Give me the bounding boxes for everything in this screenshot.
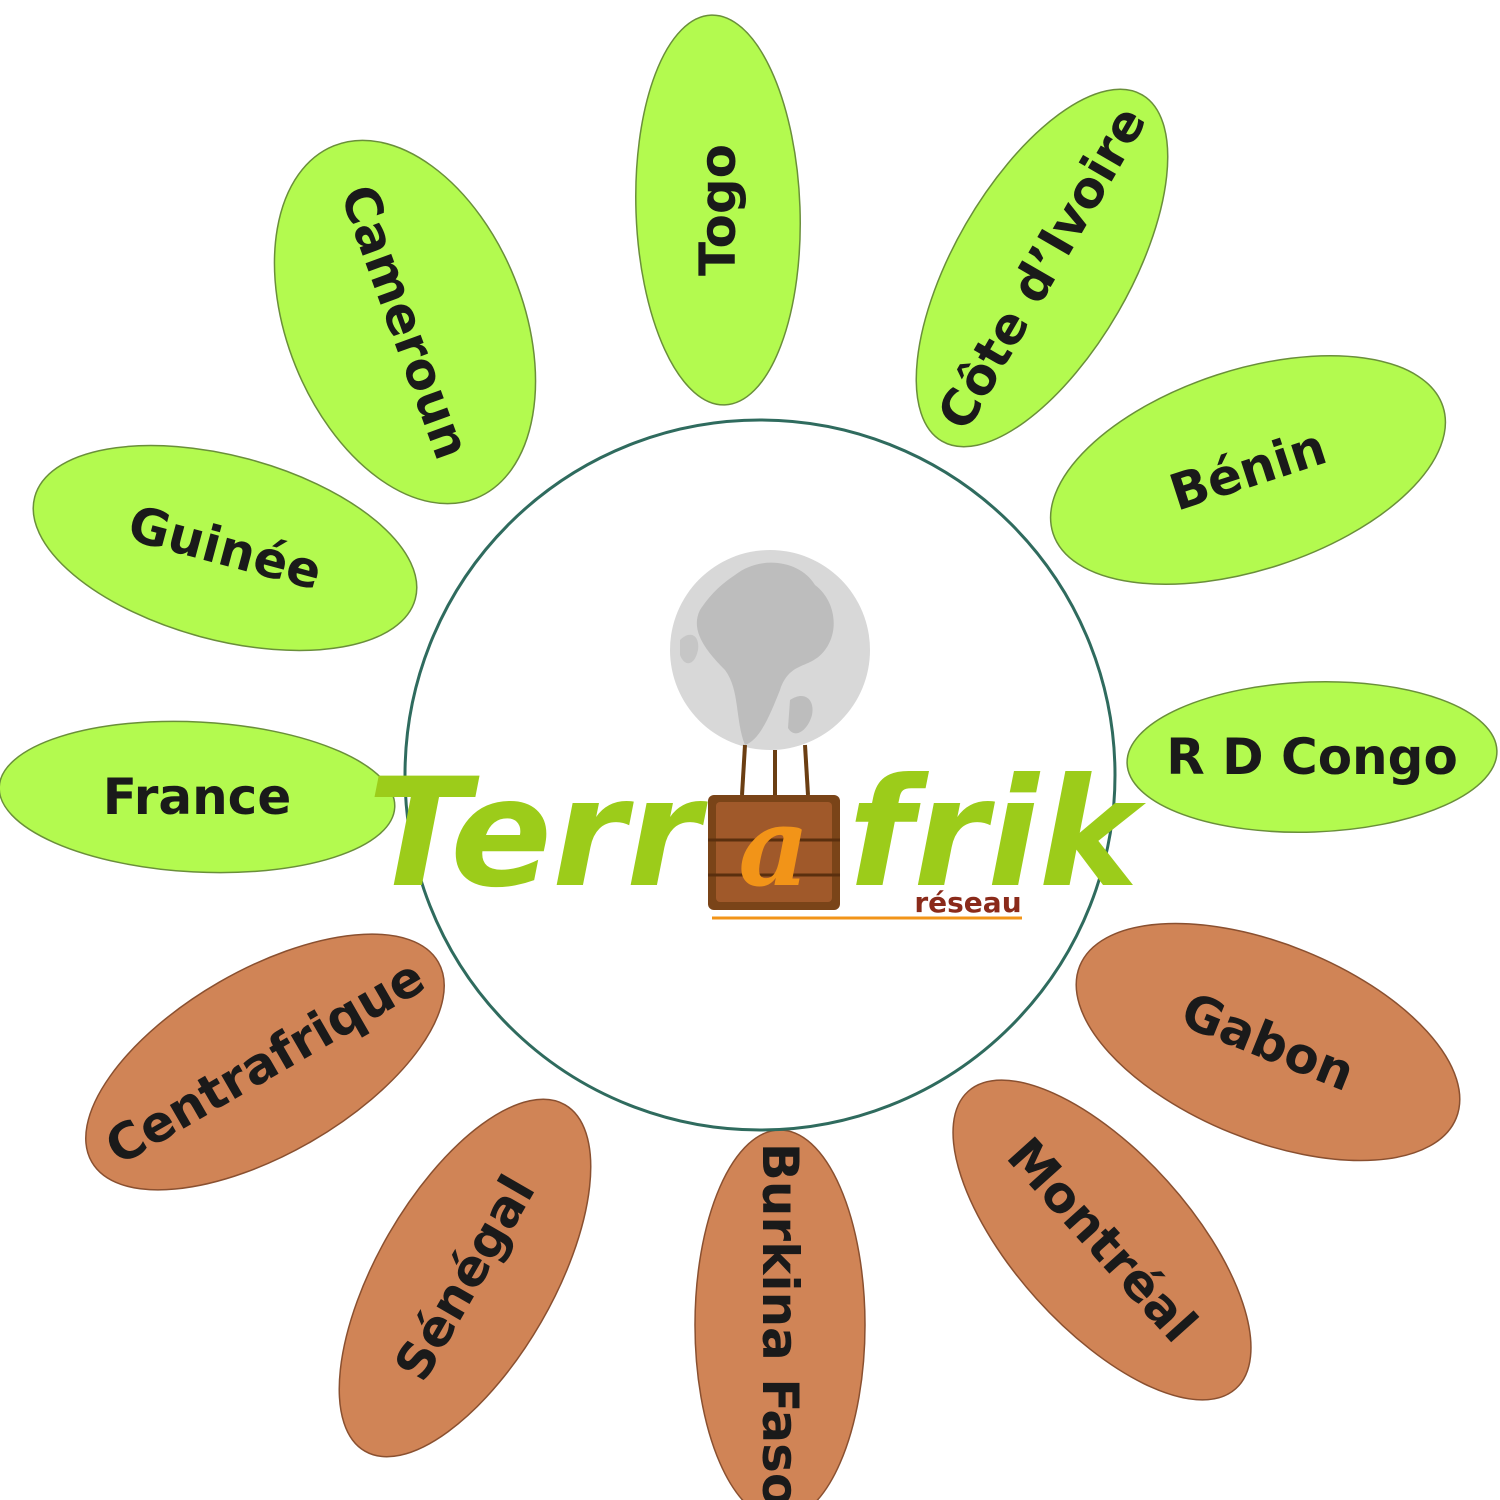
petal: Togo [635,14,801,406]
petal-shape [1049,354,1447,586]
terrafrik-logo: a Terr frik réseau [367,550,1147,921]
petal-label: Burkina Faso [751,1143,809,1500]
logo-letter-a: a [738,782,809,911]
basket-icon: a [708,782,840,911]
petal-shape [915,88,1169,448]
petal: Cameroun [273,139,537,505]
petal-label: R D Congo [1166,728,1458,786]
globe-icon [670,550,870,750]
petal: Gabon [1075,922,1461,1162]
logo-word-left: Terr [367,747,708,921]
petal-shape [32,444,418,652]
petal: Sénégal [338,1098,592,1458]
petal-shape [338,1098,592,1458]
petal-shape [85,933,445,1191]
logo-word-right: frik [848,747,1147,921]
petal-shape [635,14,801,406]
petal: Burkina Faso [694,1129,866,1500]
balloon-rope [803,744,810,796]
petal-label: France [103,768,292,826]
petal-label: Togo [689,144,747,276]
petal: Guinée [32,444,418,652]
petal: R D Congo [1126,681,1498,833]
petal-shape [952,1079,1252,1401]
petal-shape [1126,681,1498,833]
balloon-rope [740,744,747,796]
petal-shape [273,139,537,505]
logo-subtitle: réseau [914,886,1021,919]
petal: France [0,720,396,874]
petal: Centrafrique [85,933,445,1191]
petal-shape [1075,922,1461,1162]
petal: Bénin [1049,354,1447,586]
petal-shape [0,720,396,874]
center-circle [403,418,1117,1132]
